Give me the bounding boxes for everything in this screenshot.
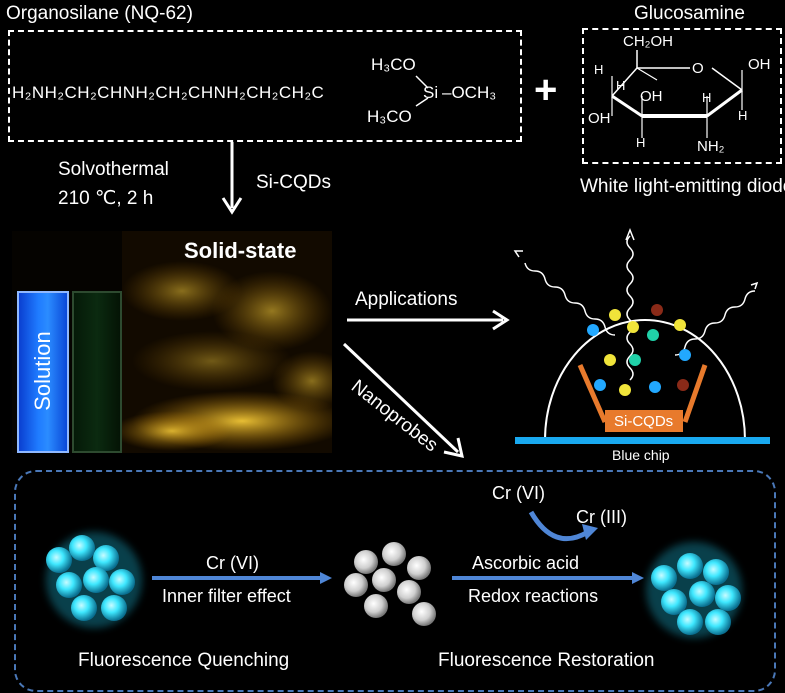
- h-atom-3: H: [636, 135, 646, 150]
- oh-left: OH: [588, 110, 611, 127]
- plus-sign: +: [534, 68, 558, 112]
- h3co-bottom: H₃CO: [367, 107, 412, 126]
- ch2oh-label: CH₂OH: [623, 33, 673, 50]
- h-atom-2: H: [616, 78, 626, 93]
- nanoprobe-graphics: [46, 510, 742, 638]
- glucosamine-title: Glucosamine: [634, 3, 745, 24]
- glucosamine-box: [582, 28, 782, 164]
- nanoprobes-arrow: [342, 342, 464, 458]
- solution-label: Solution: [30, 331, 55, 411]
- ring-oxygen: O: [692, 60, 704, 77]
- organosilane-box: [8, 30, 522, 142]
- oh-middle: OH: [640, 88, 663, 105]
- h-atom-5: H: [738, 108, 748, 123]
- h3co-top: H₃CO: [371, 55, 416, 74]
- applications-arrow: [347, 309, 510, 331]
- inner-filter-label: Inner filter effect: [162, 586, 291, 606]
- cuvette-blue: [17, 291, 69, 453]
- cr6-arrow-label: Cr (VI): [206, 553, 259, 573]
- cr6-top-label: Cr (VI): [492, 483, 545, 503]
- cr3-label: Cr (III): [576, 507, 627, 527]
- ascorbic-acid-label: Ascorbic acid: [472, 553, 580, 573]
- och3-group: –OCH₃: [442, 83, 497, 102]
- applications-label: Applications: [355, 289, 458, 310]
- wled-label: White light-emitting diodes: [580, 176, 785, 197]
- led-chip-label: Si-CQDs: [614, 413, 674, 430]
- fluorescence-quenching-label: Fluorescence Quenching: [78, 650, 290, 671]
- redox-label: Redox reactions: [468, 586, 599, 606]
- solid-state-label: Solid-state: [184, 238, 297, 263]
- synthesis-conditions: 210 ℃, 2 h: [58, 188, 154, 209]
- organosilane-formula: H₂NH₂CH₂CHNH₂CH₂CHNH₂CH₂CH₂C: [12, 83, 325, 102]
- nanoprobe-box: [14, 470, 776, 692]
- oh-right: OH: [748, 56, 771, 73]
- cuvette-green: [72, 291, 122, 453]
- h-atom-4: H: [702, 90, 712, 105]
- solid-state-texture: [112, 231, 332, 453]
- led-diagram: [513, 227, 770, 444]
- h-atom-1: H: [594, 62, 604, 77]
- organosilane-title: Organosilane (NQ-62): [6, 3, 193, 24]
- blue-chip-label: Blue chip: [612, 447, 670, 463]
- glucosamine-structure: [611, 50, 743, 138]
- photo-panel: Solution: [12, 231, 332, 453]
- synthesis-product: Si-CQDs: [256, 172, 331, 193]
- fluorescence-restoration-label: Fluorescence Restoration: [438, 650, 655, 671]
- synthesis-method: Solvothermal: [58, 159, 169, 180]
- si-bonds: [415, 75, 429, 107]
- nh2-label: NH₂: [697, 138, 725, 155]
- synthesis-arrow: [221, 142, 243, 215]
